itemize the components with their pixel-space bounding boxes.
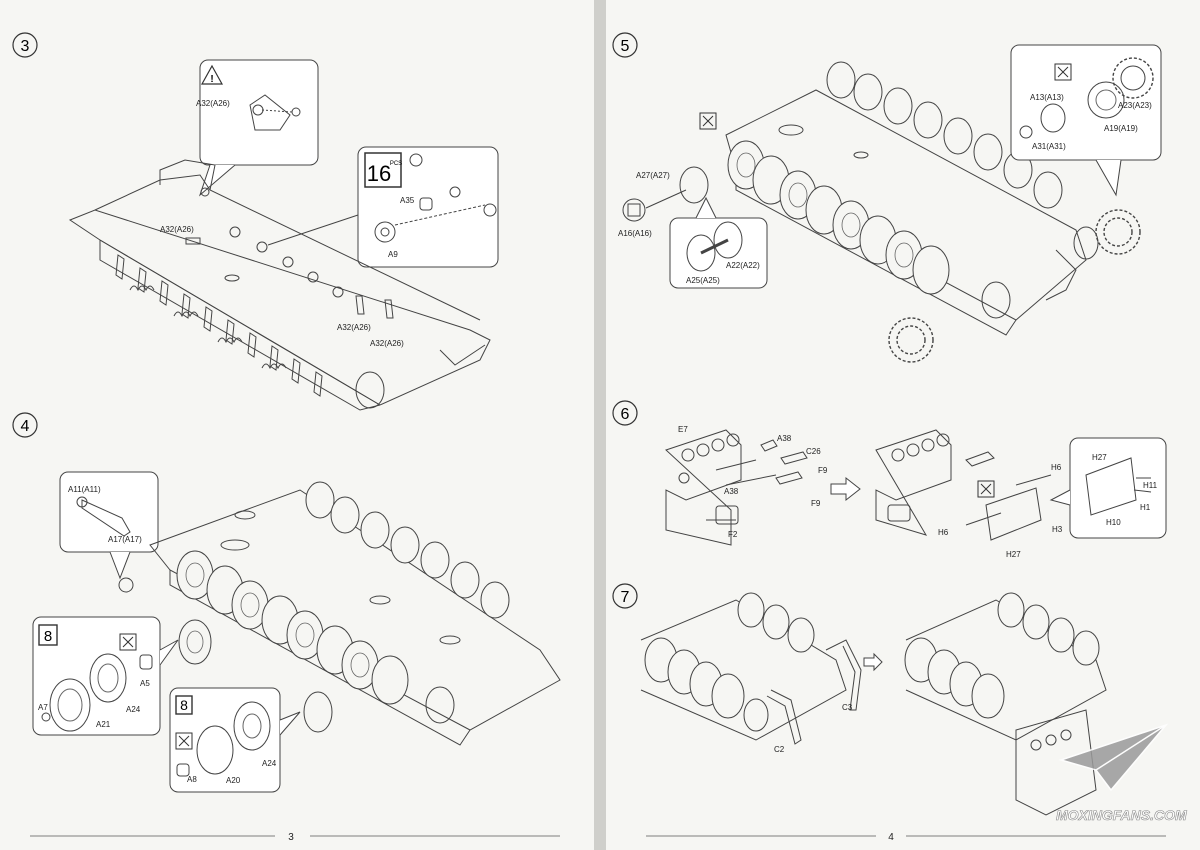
part-label: A35 — [400, 196, 415, 205]
page-gutter — [594, 0, 606, 850]
part-label: H11 — [1143, 481, 1158, 490]
no-glue-icon — [175, 732, 193, 750]
part-label: A5 — [140, 679, 150, 688]
part-label: C26 — [806, 447, 821, 456]
part-label: A27(A27) — [636, 171, 670, 180]
step-number: 6 — [621, 406, 630, 423]
right-page-drawing: 5 A27(A27) A16(A16) A22(A22) A25(A25) — [612, 32, 1187, 843]
no-glue-icon — [977, 480, 995, 498]
watermark-text: MOXINGFANS.COM — [1056, 807, 1187, 823]
part-label: H10 — [1106, 518, 1121, 527]
part-label: A17(A17) — [108, 535, 142, 544]
step-number: 7 — [621, 589, 630, 606]
quantity-label: 8 — [44, 628, 52, 645]
part-label: A25(A25) — [686, 276, 720, 285]
watermark: MOXINGFANS.COM — [1056, 723, 1187, 823]
instruction-page-left: 3 ! A32(A26) 16 PCS A35 A9 — [0, 0, 594, 850]
part-label: E7 — [678, 425, 688, 434]
part-label: H6 — [1051, 463, 1062, 472]
part-label: A32(A26) — [160, 225, 194, 234]
part-label: H27 — [1006, 550, 1021, 559]
arrow-right-icon — [830, 476, 861, 502]
part-label: A32(A26) — [370, 339, 404, 348]
part-label: A8 — [187, 775, 197, 784]
no-glue-icon — [1054, 63, 1072, 81]
left-page-drawing: 3 ! A32(A26) 16 PCS A35 A9 — [12, 32, 561, 843]
part-label: A13(A13) — [1030, 93, 1064, 102]
part-label: A9 — [388, 250, 398, 259]
no-glue-icon — [699, 112, 717, 130]
part-label: A24 — [262, 759, 277, 768]
quantity-label: 16 — [367, 161, 391, 186]
part-label: F2 — [728, 530, 738, 539]
part-label: C2 — [774, 745, 785, 754]
part-label: A31(A31) — [1032, 142, 1066, 151]
part-label: A22(A22) — [726, 261, 760, 270]
part-label: H3 — [1052, 525, 1063, 534]
no-glue-icon — [119, 633, 137, 651]
part-label: A11(A11) — [68, 485, 101, 494]
step-number: 5 — [621, 38, 630, 55]
part-label: A20 — [226, 776, 241, 785]
step-number: 3 — [21, 38, 30, 55]
part-label: A38 — [777, 434, 792, 443]
instruction-page-right: 5 A27(A27) A16(A16) A22(A22) A25(A25) — [606, 0, 1200, 850]
part-label: H1 — [1140, 503, 1151, 512]
part-label: A38 — [724, 487, 739, 496]
step-6: 6 E7 A38 C26 F9 A38 F9 F2 H6 H6 H3 H27 — [612, 400, 1167, 559]
part-label: F9 — [811, 499, 821, 508]
part-label: A19(A19) — [1104, 124, 1138, 133]
quantity-unit: PCS — [390, 161, 402, 167]
arrow-right-icon — [863, 652, 883, 672]
page-number: 4 — [888, 832, 894, 843]
part-label: A7 — [38, 703, 48, 712]
part-label: C3 — [842, 703, 853, 712]
quantity-label: 8 — [180, 697, 188, 713]
step-5: 5 A27(A27) A16(A16) A22(A22) A25(A25) — [612, 32, 1162, 363]
warning-icon — [200, 64, 224, 85]
part-label: A23(A23) — [1118, 101, 1152, 110]
part-label: A21 — [96, 720, 111, 729]
step-number: 4 — [21, 418, 30, 435]
part-label: A32(A26) — [196, 99, 230, 108]
page-number: 3 — [288, 832, 294, 843]
part-label: A24 — [126, 705, 141, 714]
part-label: A32(A26) — [337, 323, 371, 332]
part-label: H6 — [938, 528, 949, 537]
part-label: H27 — [1092, 453, 1107, 462]
step-7: 7 C2 C3 — [612, 583, 1107, 816]
step-4: 4 A11(A11) A17(A17) — [12, 412, 561, 793]
part-label: A16(A16) — [618, 229, 652, 238]
step-3: 3 ! A32(A26) 16 PCS A35 A9 — [12, 32, 499, 411]
part-label: F9 — [818, 466, 828, 475]
svg-text:!: ! — [210, 74, 213, 85]
